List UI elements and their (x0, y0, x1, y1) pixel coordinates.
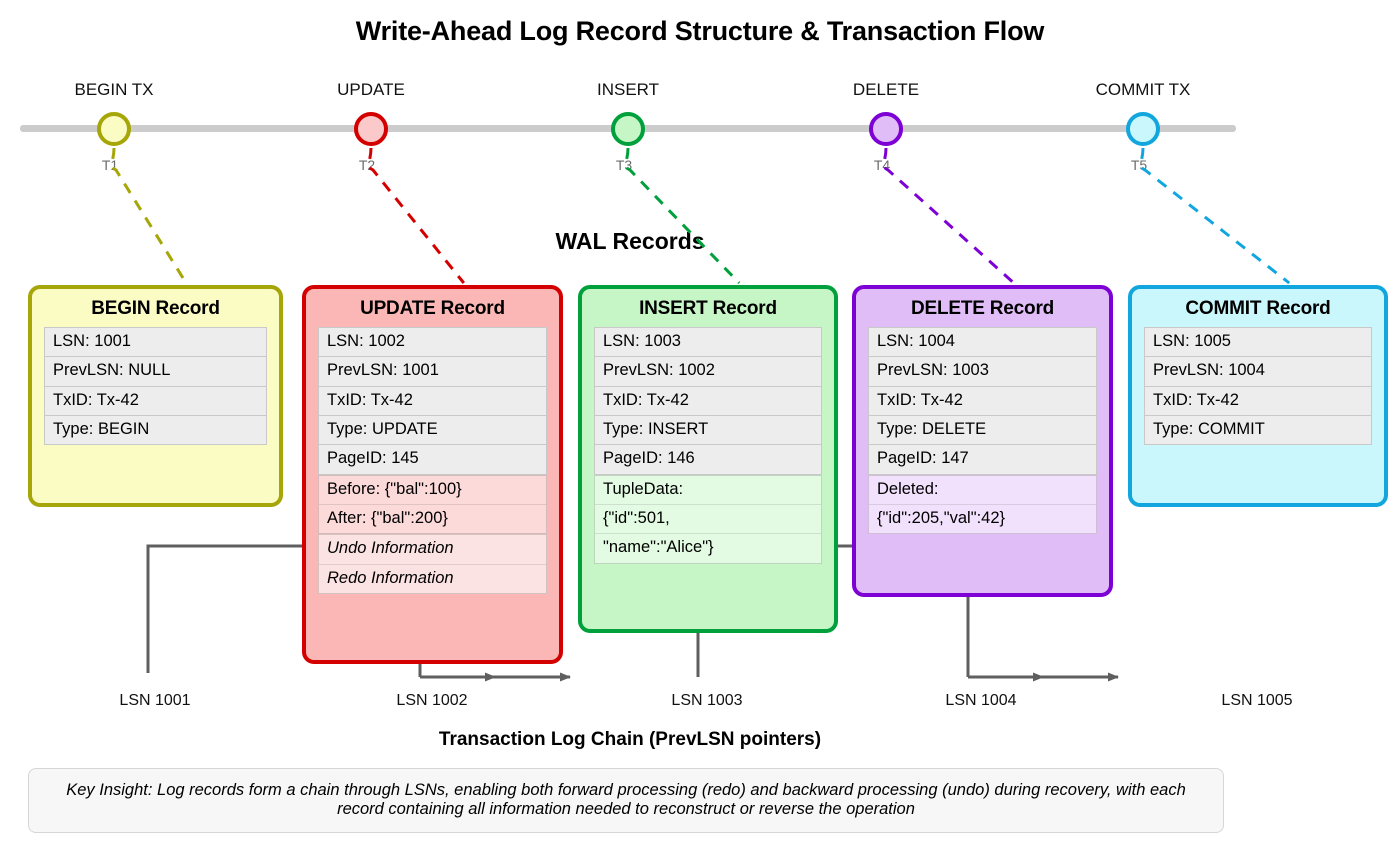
record-field: PageID: 147 (868, 444, 1097, 475)
timeline-tick-t1: T1 (101, 157, 119, 173)
timeline-dot-t5[interactable] (1126, 112, 1160, 146)
chain-lsn-label: LSN 1002 (396, 692, 468, 709)
record-card-title-commit: COMMIT Record (1185, 298, 1331, 319)
chain-lsn-label: LSN 1004 (945, 692, 1017, 709)
record-field: Type: INSERT (594, 414, 822, 445)
record-field: {"id":205,"val":42} (869, 503, 1096, 533)
timeline-dot-t4[interactable] (869, 112, 903, 146)
record-field: PrevLSN: 1001 (318, 356, 547, 386)
record-field: PrevLSN: NULL (44, 356, 267, 386)
record-field: Type: UPDATE (318, 414, 547, 445)
timeline-label-t3: INSERT (596, 80, 660, 99)
timeline-dot-t1[interactable] (97, 112, 131, 146)
record-field: TxID: Tx-42 (1144, 385, 1372, 415)
record-subsection-update-1: Before: {"bal":100} After: {"bal":200} (318, 474, 547, 535)
chain-lsn-label: LSN 1005 (1221, 692, 1293, 709)
record-subsection-insert-1: TupleData: {"id":501,"name":"Alice"} (594, 474, 822, 564)
timeline-tick-t4: T4 (873, 157, 891, 173)
leader-line-commit (1139, 147, 1291, 285)
record-field: PrevLSN: 1002 (594, 356, 822, 386)
timeline-dot-t2[interactable] (354, 112, 388, 146)
section-heading-wal-records: WAL Records (555, 228, 705, 254)
record-card-title-begin: BEGIN Record (91, 298, 220, 319)
record-card-title-update: UPDATE Record (360, 298, 505, 319)
record-field: PrevLSN: 1003 (868, 356, 1097, 386)
record-field: Type: DELETE (868, 414, 1097, 445)
timeline-tick-t2: T2 (358, 157, 376, 173)
record-field: TxID: Tx-42 (868, 385, 1097, 415)
record-field: Type: COMMIT (1144, 414, 1372, 446)
timeline-label-t4: DELETE (852, 80, 920, 99)
record-card-title-delete: DELETE Record (910, 298, 1055, 319)
record-field: After: {"bal":200} (319, 503, 546, 533)
record-field: TxID: Tx-42 (44, 385, 267, 415)
record-field: Type: BEGIN (44, 414, 267, 446)
page-title: Write-Ahead Log Record Structure & Trans… (355, 16, 1045, 46)
leader-line-begin (110, 147, 188, 284)
leader-line-update (367, 147, 465, 284)
timeline-label-t2: UPDATE (337, 80, 405, 99)
key-insight-box: Key Insight: Log records form a chain th… (28, 768, 1224, 833)
timeline-dot-t3[interactable] (611, 112, 645, 146)
chain-lsn-label: LSN 1001 (119, 692, 191, 709)
leader-line-delete (882, 147, 1015, 285)
timeline-label-t5: COMMIT TX (1095, 80, 1191, 99)
record-field: LSN: 1002 (318, 327, 547, 357)
chain-caption: Transaction Log Chain (PrevLSN pointers) (438, 729, 822, 750)
leader-line-insert (624, 147, 741, 285)
timeline-label-t1: BEGIN TX (74, 80, 154, 99)
record-field: LSN: 1001 (44, 327, 267, 357)
record-field: TxID: Tx-42 (318, 385, 547, 415)
record-field: PageID: 145 (318, 444, 547, 475)
timeline-tick-t5: T5 (1130, 157, 1148, 173)
timeline-tick-t3: T3 (615, 157, 633, 173)
record-field: PageID: 146 (594, 444, 822, 475)
record-field: Redo Information (319, 563, 546, 593)
record-field: PrevLSN: 1004 (1144, 356, 1372, 386)
record-field: LSN: 1005 (1144, 327, 1372, 357)
record-field: LSN: 1003 (594, 327, 822, 357)
record-field: Deleted: (877, 479, 939, 498)
record-field: LSN: 1004 (868, 327, 1097, 357)
record-field: TupleData: (603, 479, 684, 498)
chain-lsn-label: LSN 1003 (671, 692, 743, 709)
record-subsection-delete-1: Deleted: {"id":205,"val":42} (868, 474, 1097, 535)
record-field: Undo Information (327, 539, 454, 558)
record-field: {"id":501, (595, 503, 821, 533)
record-card-title-insert: INSERT Record (639, 298, 777, 319)
record-field: Before: {"bal":100} (327, 479, 462, 498)
record-field: "name":"Alice"} (595, 533, 821, 562)
record-field: TxID: Tx-42 (594, 385, 822, 415)
